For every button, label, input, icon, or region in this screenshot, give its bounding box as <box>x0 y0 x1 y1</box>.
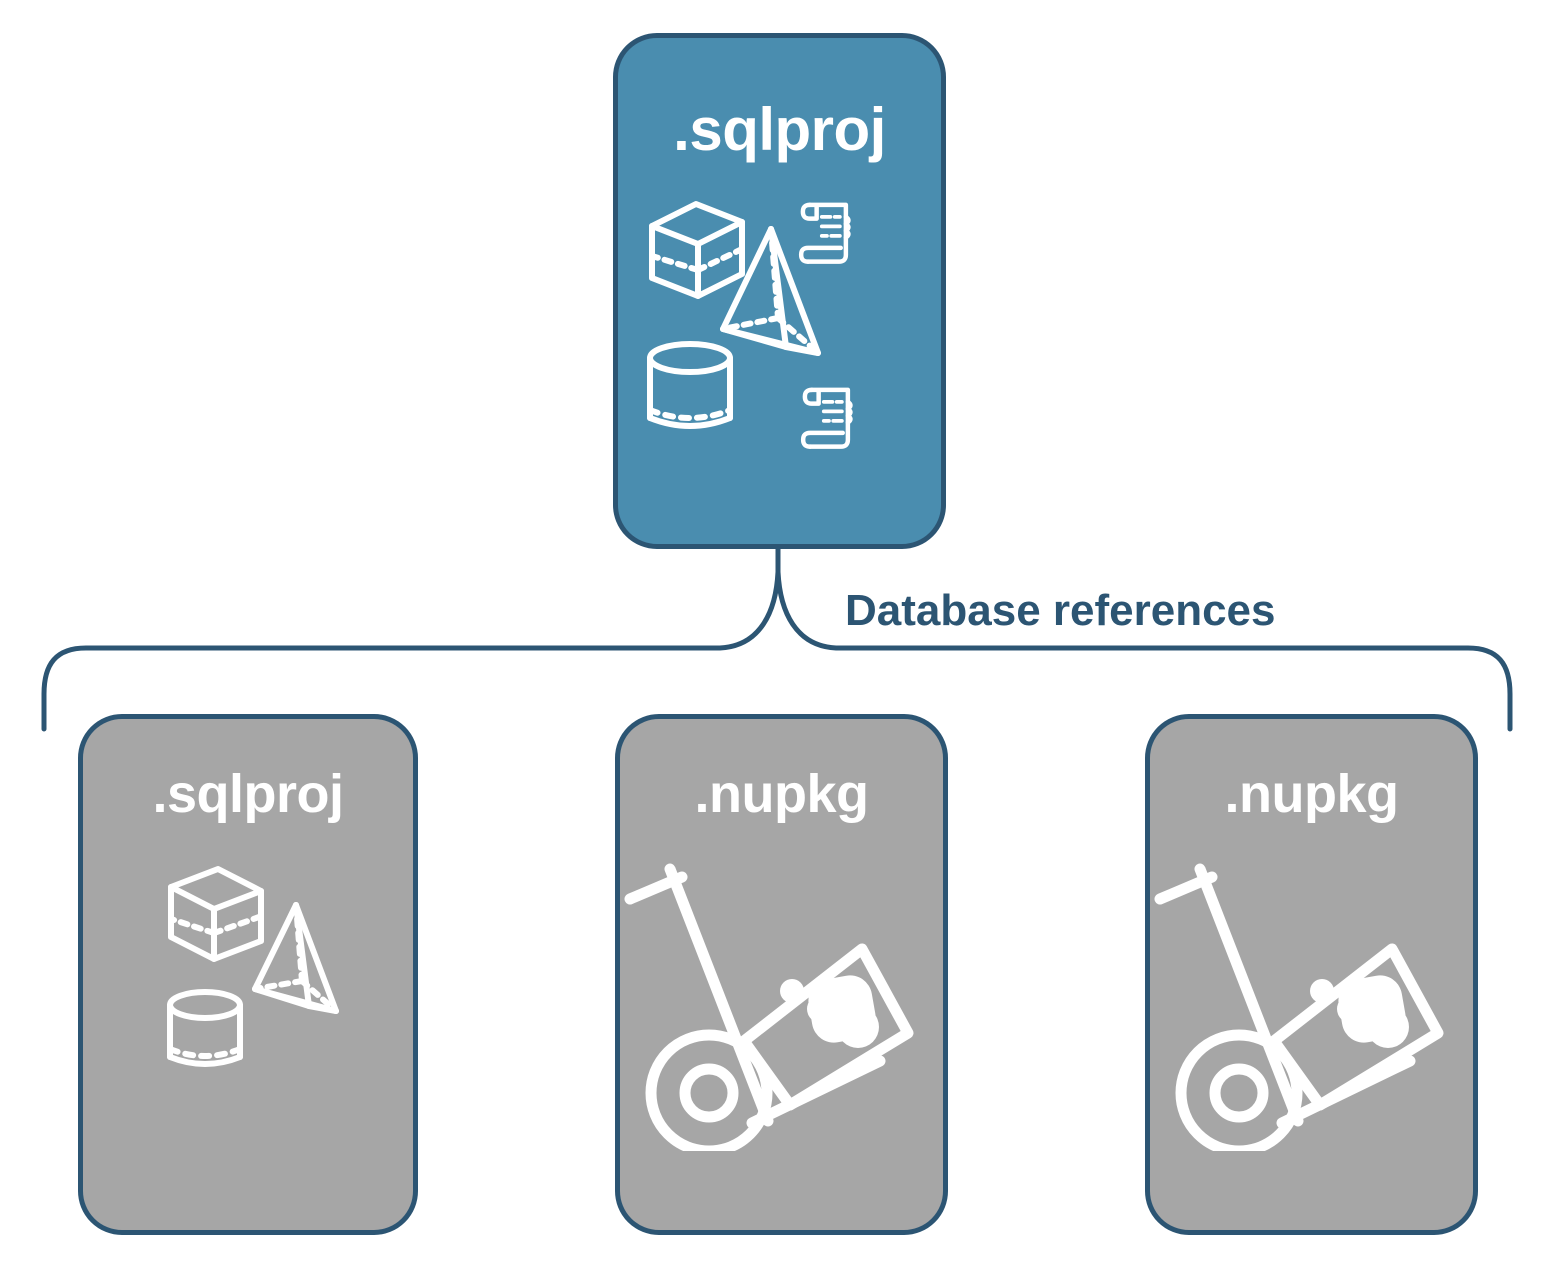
connector-label-database-references: Database references <box>845 586 1276 635</box>
cylinder-icon <box>167 989 243 1067</box>
node-root-sqlproj-label: .sqlproj <box>673 96 886 163</box>
node-ref-nupkg-1[interactable]: .nupkg <box>615 714 948 1235</box>
node-ref-sqlproj-label: .sqlproj <box>152 764 344 824</box>
pyramid-icon <box>720 226 821 356</box>
node-ref-nupkg-1-icons <box>620 851 943 1157</box>
node-ref-sqlproj[interactable]: .sqlproj <box>78 714 418 1235</box>
scroll-icon <box>800 387 853 449</box>
hand-truck-package-icon <box>624 863 914 1157</box>
node-ref-sqlproj-icons <box>83 859 413 1109</box>
cube-icon <box>168 866 264 962</box>
node-ref-nupkg-1-label: .nupkg <box>694 764 869 824</box>
node-root-sqlproj[interactable]: .sqlproj <box>613 33 946 549</box>
node-root-sqlproj-icons <box>618 178 941 468</box>
package-dots <box>1310 975 1409 1048</box>
scroll-icon <box>798 202 851 264</box>
node-ref-nupkg-2-label: .nupkg <box>1224 764 1399 824</box>
shapes-and-scripts-icon-group <box>647 201 853 449</box>
cylinder-icon <box>647 341 733 429</box>
node-ref-nupkg-2-icons <box>1150 851 1473 1157</box>
pyramid-icon <box>252 902 339 1014</box>
hand-truck-package-icon <box>1154 863 1444 1157</box>
cube-icon <box>649 201 745 299</box>
brace-left-arm <box>41 569 781 732</box>
shapes-icon-group <box>167 866 339 1067</box>
node-ref-nupkg-2[interactable]: .nupkg <box>1145 714 1478 1235</box>
package-dots <box>780 975 879 1048</box>
